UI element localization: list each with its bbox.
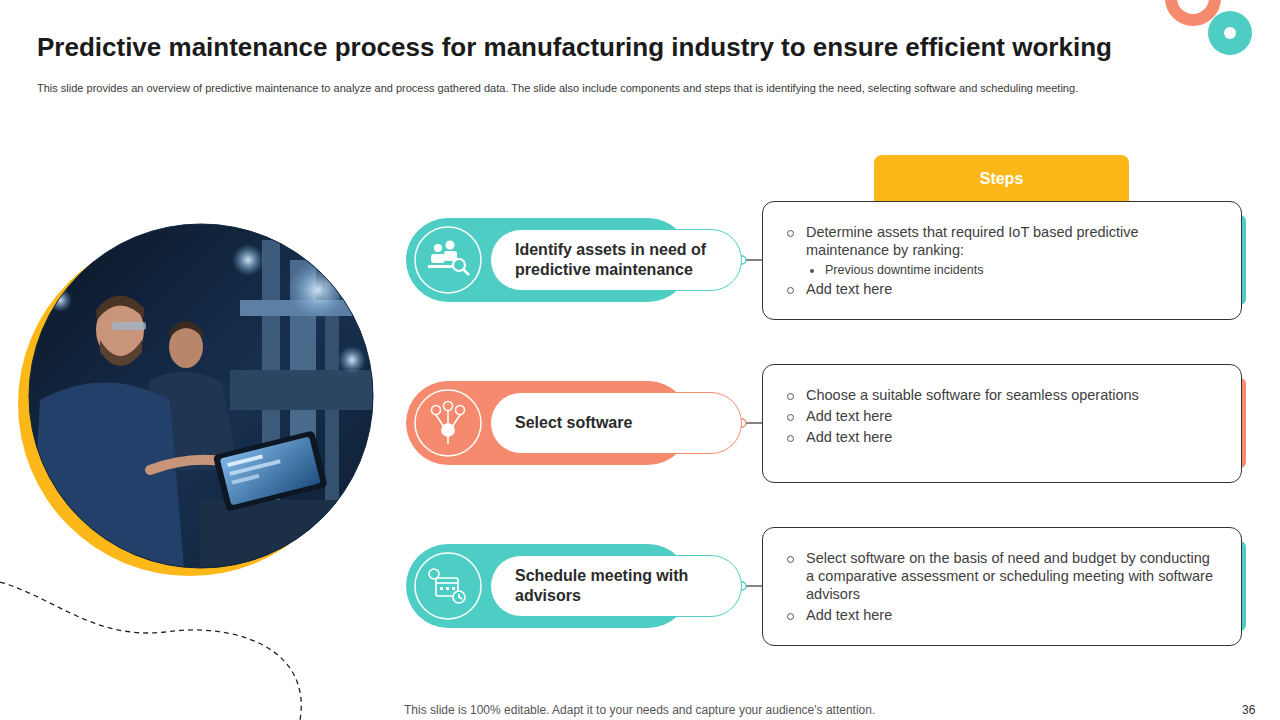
screen-bar (229, 459, 280, 475)
calendar-icon (429, 569, 465, 603)
step-title: Schedule meeting with advisors (515, 566, 721, 605)
step-title: Select software (515, 413, 632, 433)
bullet-row: Previous downtime incidents (783, 263, 1217, 279)
people-search-icon (428, 241, 469, 276)
safety-glasses (112, 322, 146, 330)
bullet-text: Choose a suitable software for seamless … (806, 387, 1217, 405)
lamp-glow (232, 244, 264, 276)
bullet-text: Select software on the basis of need and… (806, 550, 1217, 604)
lamp-glow (48, 288, 72, 312)
bullet-mark (787, 613, 794, 620)
icon-line (436, 582, 458, 584)
worker-hair (96, 295, 144, 320)
lamp-glow (288, 260, 348, 320)
factory-photo (25, 220, 390, 590)
steps-header: Steps (874, 155, 1129, 203)
bullet-row: Choose a suitable software for seamless … (783, 387, 1217, 405)
lamp-glow (338, 346, 366, 374)
bullet-text: Previous downtime incidents (825, 263, 1217, 279)
bullet-row: Determine assets that required IoT based… (783, 224, 1217, 260)
icon-node (444, 402, 453, 411)
slide-title: Predictive maintenance process for manuf… (37, 32, 1227, 63)
machine-body (230, 370, 380, 410)
icon-cell (440, 587, 443, 590)
icon-cell (452, 587, 455, 590)
step-title: Identify assets in need of predictive ma… (515, 240, 721, 279)
icon-head (446, 241, 455, 250)
bullet-mark (787, 414, 794, 421)
bullet-row: Add text here (783, 429, 1217, 447)
icon-ring (415, 390, 481, 456)
icon-gear (442, 424, 454, 436)
icon-node (432, 406, 441, 415)
bullet-row: Select software on the basis of need and… (783, 550, 1217, 604)
step-title-pill: Select software (490, 392, 742, 454)
icon-clock (453, 591, 465, 603)
dashed-curve (0, 582, 301, 720)
icon-ring (415, 227, 481, 293)
page-number: 36 (1242, 703, 1272, 717)
decor-dot (1224, 27, 1236, 39)
tablet-screen (220, 437, 321, 506)
subtitle: This slide provides an overview of predi… (37, 82, 1237, 94)
step-title-pill: Schedule meeting with advisors (490, 555, 742, 617)
header-text: Steps (980, 170, 1024, 188)
bullet-mark (810, 269, 814, 273)
bullet-row: Add text here (783, 408, 1217, 426)
icon-hands (459, 594, 462, 599)
decor-circle (1208, 11, 1252, 55)
bullet-mark (787, 393, 794, 400)
tablet (213, 430, 328, 511)
bullet-mark (787, 556, 794, 563)
step-detail-box: Choose a suitable software for seamless … (762, 364, 1242, 483)
icon-gear (429, 569, 439, 579)
step-detail-box: Select software on the basis of need and… (762, 527, 1242, 646)
bullet-text: Add text here (806, 281, 1217, 299)
icon-stem (447, 436, 449, 444)
bullet-text: Add text here (806, 607, 1217, 625)
bullet-text: Determine assets that required IoT based… (806, 224, 1217, 260)
screen-bar (231, 474, 259, 485)
software-icon (432, 402, 465, 445)
machine-console (200, 500, 390, 590)
worker-beard (100, 340, 142, 366)
bullet-row: Add text here (783, 281, 1217, 299)
bullet-mark (787, 435, 794, 442)
icon-link (447, 411, 449, 424)
worker-hair (169, 321, 203, 338)
tablet-frame (213, 430, 328, 511)
step-detail-box: Determine assets that required IoT based… (762, 201, 1242, 320)
bullet-text: Add text here (806, 429, 1217, 447)
bullet-row: Add text here (783, 607, 1217, 625)
decor-ring (1171, 0, 1215, 20)
icon-body (431, 254, 445, 263)
icon-link (452, 415, 460, 427)
icon-head (434, 244, 442, 252)
bullet-mark (787, 230, 794, 237)
bullet-mark (787, 287, 794, 294)
worker-body (30, 383, 185, 581)
icon-cell (446, 587, 449, 590)
photo-rim (29, 224, 373, 568)
bullet-text: Add text here (806, 408, 1217, 426)
footer-note: This slide is 100% editable. Adapt it to… (404, 703, 1104, 717)
icon-ring (415, 553, 481, 619)
icon-handle (463, 269, 469, 275)
step-title-pill: Identify assets in need of predictive ma… (490, 229, 742, 291)
icon-link (436, 415, 444, 427)
icon-node (456, 406, 465, 415)
